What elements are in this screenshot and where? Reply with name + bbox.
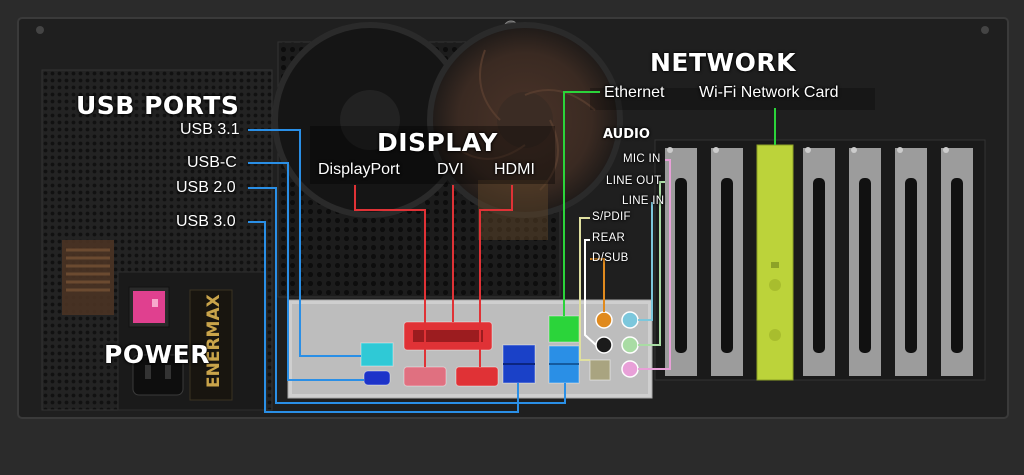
mic-in-label: MIC IN <box>623 153 661 165</box>
ethernet-port <box>548 315 580 343</box>
rear-label: REAR <box>592 232 626 244</box>
audio-connector-lines <box>579 159 671 370</box>
usb-connector-lines <box>248 129 566 413</box>
audio-heading: AUDIO <box>603 127 650 142</box>
rear-audio-jack <box>595 336 613 354</box>
usbc-port <box>363 370 391 386</box>
display-connector-lines <box>354 185 513 367</box>
line-in-jack <box>621 311 639 329</box>
usb20-label: USB 2.0 <box>176 179 236 196</box>
network-heading: NETWORK <box>650 48 797 77</box>
line-out-jack <box>621 336 639 354</box>
power-switch <box>133 291 165 323</box>
dvi-label: DVI <box>437 161 464 178</box>
spdif-label: S/PDIF <box>592 211 631 223</box>
usb30-label: USB 3.0 <box>176 213 236 230</box>
wifi-card-label: Wi-Fi Network Card <box>699 84 839 101</box>
dsub-audio-jack <box>595 311 613 329</box>
ethernet-label: Ethernet <box>604 84 665 101</box>
usb-ports-heading: USB PORTS <box>76 91 240 120</box>
usb31-port <box>360 342 394 367</box>
usb31-label: USB 3.1 <box>180 121 240 138</box>
expansion-slot-covers <box>665 147 973 376</box>
usbc-label: USB-C <box>187 154 237 171</box>
psu-coils <box>66 248 110 292</box>
network-connector-lines <box>563 91 776 316</box>
dsub-label: D/SUB <box>592 252 629 264</box>
hdmi-label: HDMI <box>494 161 535 178</box>
hdmi-port <box>455 366 499 387</box>
displayport-label: DisplayPort <box>318 161 400 178</box>
displayport-port <box>403 366 447 387</box>
power-heading: POWER <box>104 340 210 369</box>
psu-brand-text: ENERMAX <box>204 294 224 388</box>
line-in-label: LINE IN <box>622 195 665 207</box>
line-out-label: LINE OUT <box>606 175 662 187</box>
spdif-port <box>589 359 611 381</box>
mic-in-jack <box>621 360 639 378</box>
display-heading: DISPLAY <box>377 128 498 157</box>
